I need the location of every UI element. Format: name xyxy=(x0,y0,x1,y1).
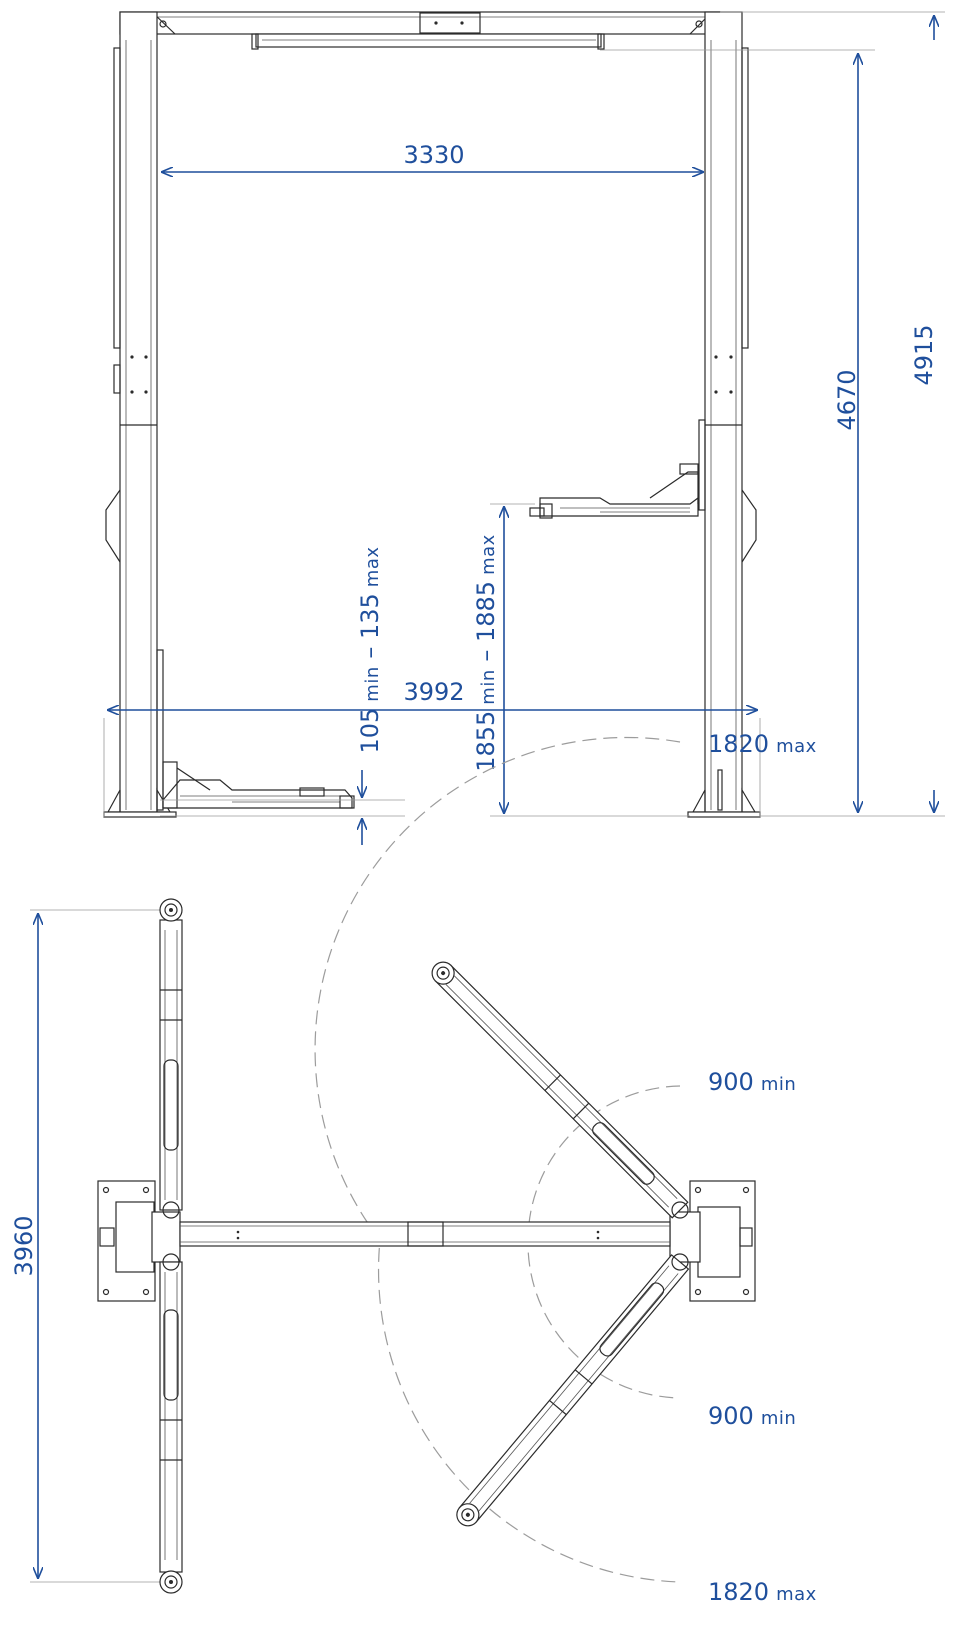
right-lift-arm-raised xyxy=(529,463,699,519)
left-base-plate xyxy=(97,1180,181,1302)
dim-overall-depth: 3960 xyxy=(10,1215,38,1276)
dim-inner-width: 3330 xyxy=(403,141,464,169)
left-lift-arm-lowered xyxy=(162,761,355,809)
top-crossbeam xyxy=(119,11,721,50)
left-arm-pad-bottom xyxy=(159,1570,183,1594)
left-arm-pad-top xyxy=(159,898,183,922)
right-base-plate xyxy=(669,1180,756,1302)
left-arm-lower xyxy=(159,1253,183,1573)
dim-outer-width: 3992 xyxy=(403,678,464,706)
right-arm-lower xyxy=(456,1253,690,1527)
dim-overall-height: 4915 xyxy=(910,324,938,385)
left-column xyxy=(103,11,177,818)
dim-column-height: 4670 xyxy=(833,369,861,430)
front-view: 3330 3992 4670 4915 105min – 135max 1855… xyxy=(103,11,945,845)
left-arm-upper xyxy=(159,919,183,1219)
floor-crossbeam xyxy=(179,1221,671,1247)
right-column xyxy=(687,11,761,818)
dim-low-pickup-height: 105min – 135max xyxy=(356,546,384,753)
right-arm-upper xyxy=(431,961,689,1219)
swing-arc-max xyxy=(314,736,681,1583)
dim-high-pickup-height: 1855min – 1885max xyxy=(472,534,500,772)
